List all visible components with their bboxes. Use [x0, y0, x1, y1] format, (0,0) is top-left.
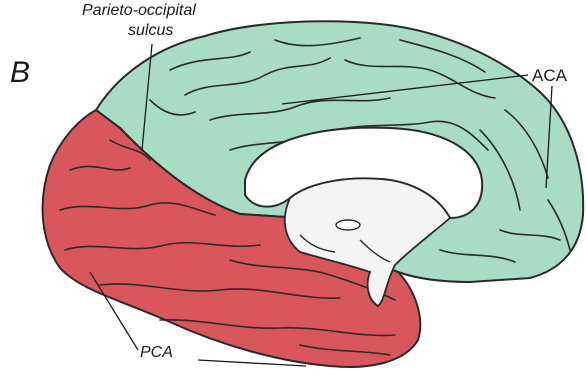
aca-label: ACA: [532, 66, 567, 86]
interthalamic-adhesion: [336, 220, 360, 230]
sulcus-label-line2: sulcus: [128, 22, 173, 40]
pca-label: PCA: [140, 344, 173, 362]
sulcus-label-line1: Parieto-occipital: [82, 2, 196, 20]
panel-letter: B: [10, 56, 30, 90]
